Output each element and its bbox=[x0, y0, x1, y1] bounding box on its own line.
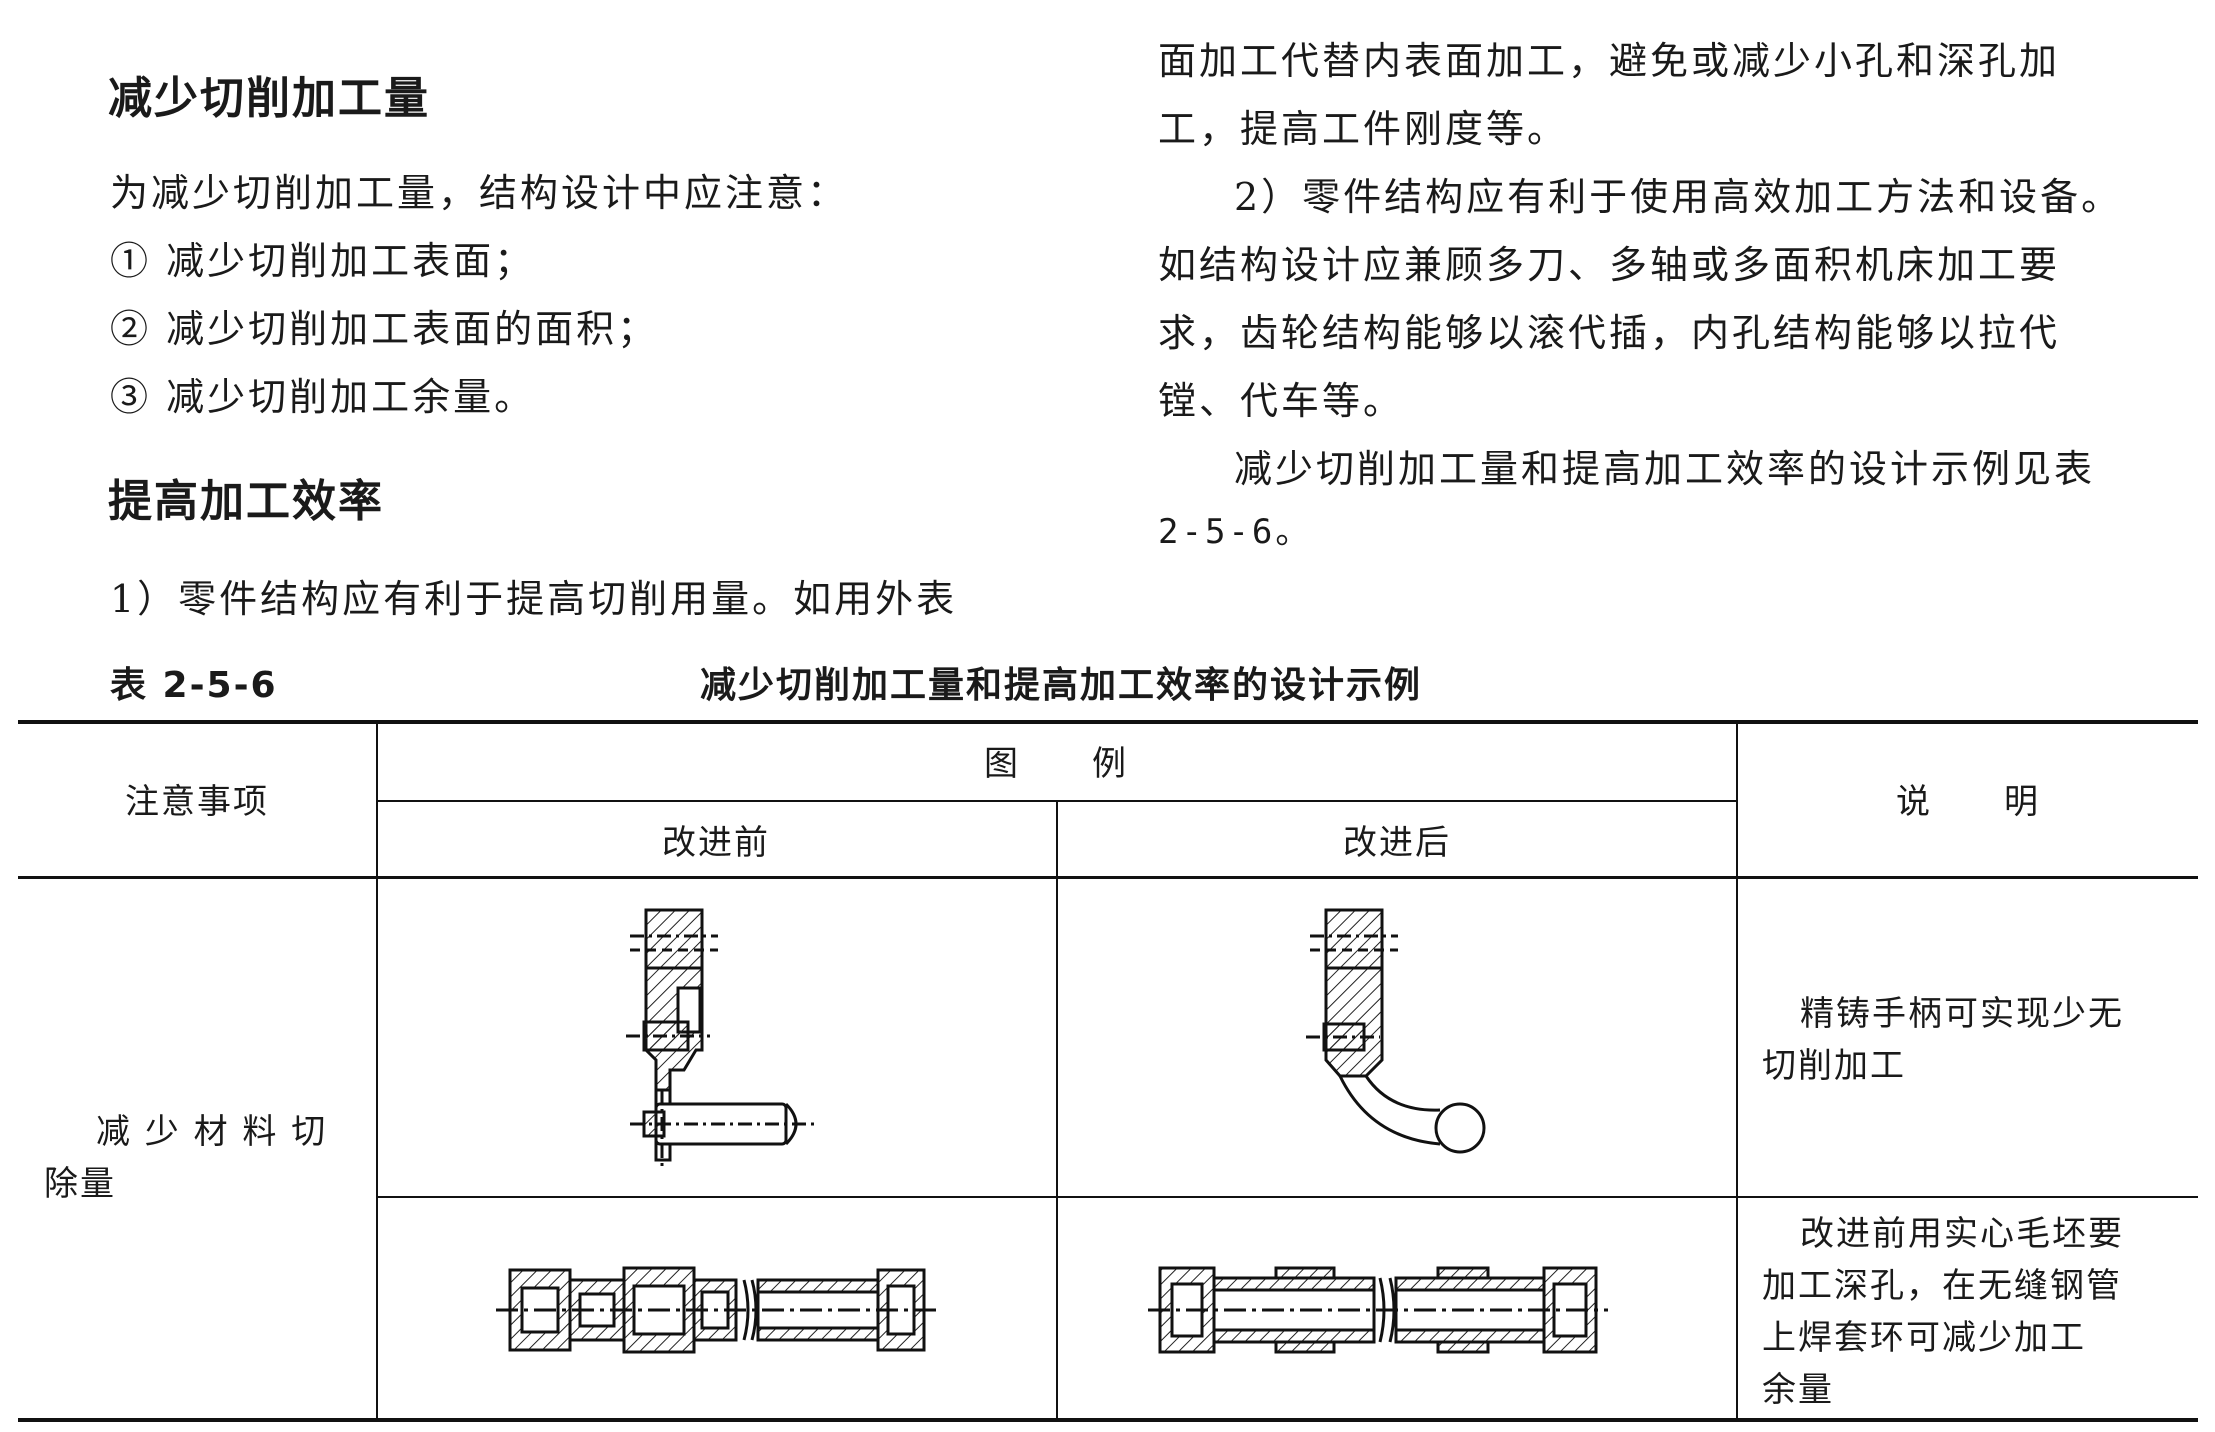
header-figures: 图 例 bbox=[984, 743, 1128, 784]
table-col-divider bbox=[376, 720, 378, 1420]
table-title: 减少切削加工量和提高加工效率的设计示例 bbox=[700, 665, 1423, 706]
table-top-rule bbox=[18, 720, 2198, 724]
header-before: 改进前 bbox=[662, 822, 770, 863]
heading-improve-efficiency: 提高加工效率 bbox=[108, 476, 384, 527]
table-col-divider bbox=[1056, 800, 1058, 1420]
header-notes: 注意事项 bbox=[125, 781, 269, 822]
paragraph-line: 减少切削加工量和提高加工效率的设计示例见表 bbox=[1234, 447, 2096, 491]
header-description: 说 明 bbox=[1896, 781, 2040, 822]
paragraph-line: 工，提高工件刚度等。 bbox=[1158, 107, 1569, 151]
list-item: ② 减少切削加工表面的面积； bbox=[110, 307, 659, 351]
heading-reduce-machining: 减少切削加工量 bbox=[108, 73, 430, 124]
row1-desc-line: 精铸手柄可实现少无 bbox=[1800, 994, 2124, 1034]
handle-after-drawing bbox=[1280, 900, 1520, 1180]
tube-after-drawing bbox=[1148, 1240, 1608, 1380]
intro-text: 为减少切削加工量，结构设计中应注意： bbox=[110, 171, 849, 215]
row1-desc-line: 切削加工 bbox=[1762, 1046, 1906, 1086]
paragraph-line: 1）零件结构应有利于提高切削用量。如用外表 bbox=[110, 577, 958, 621]
row2-desc-line: 改进前用实心毛坯要 bbox=[1800, 1214, 2124, 1254]
paragraph-line: 镗、代车等。 bbox=[1158, 379, 1405, 423]
handle-before-drawing bbox=[600, 900, 840, 1180]
table-col-divider bbox=[1736, 720, 1738, 1420]
paragraph-line: 如结构设计应兼顾多刀、多轴或多面积机床加工要 bbox=[1158, 243, 2061, 287]
row2-desc-line: 加工深孔，在无缝钢管 bbox=[1762, 1266, 2122, 1306]
note-line: 减 少 材 料 切 bbox=[96, 1112, 328, 1152]
row2-desc-line: 余量 bbox=[1762, 1370, 1834, 1410]
table-row-divider bbox=[376, 1196, 2198, 1198]
table-header-rule bbox=[18, 876, 2198, 879]
table-number: 表 2-5-6 bbox=[110, 665, 278, 706]
paragraph-line: 求，齿轮结构能够以滚代插，内孔结构能够以拉代 bbox=[1158, 311, 2061, 355]
list-item: ③ 减少切削加工余量。 bbox=[110, 375, 536, 419]
header-after: 改进后 bbox=[1343, 822, 1451, 863]
paragraph-line: 面加工代替内表面加工，避免或减少小孔和深孔加 bbox=[1158, 39, 2061, 83]
paragraph-line: 2-5-6。 bbox=[1158, 512, 1313, 552]
paragraph-line: 2）零件结构应有利于使用高效加工方法和设备。 bbox=[1234, 175, 2123, 219]
row2-desc-line: 上焊套环可减少加工 bbox=[1762, 1318, 2086, 1358]
note-line: 除量 bbox=[44, 1164, 116, 1204]
tube-before-drawing bbox=[496, 1240, 936, 1380]
table-bottom-rule bbox=[18, 1418, 2198, 1422]
list-item: ① 减少切削加工表面； bbox=[110, 239, 536, 283]
